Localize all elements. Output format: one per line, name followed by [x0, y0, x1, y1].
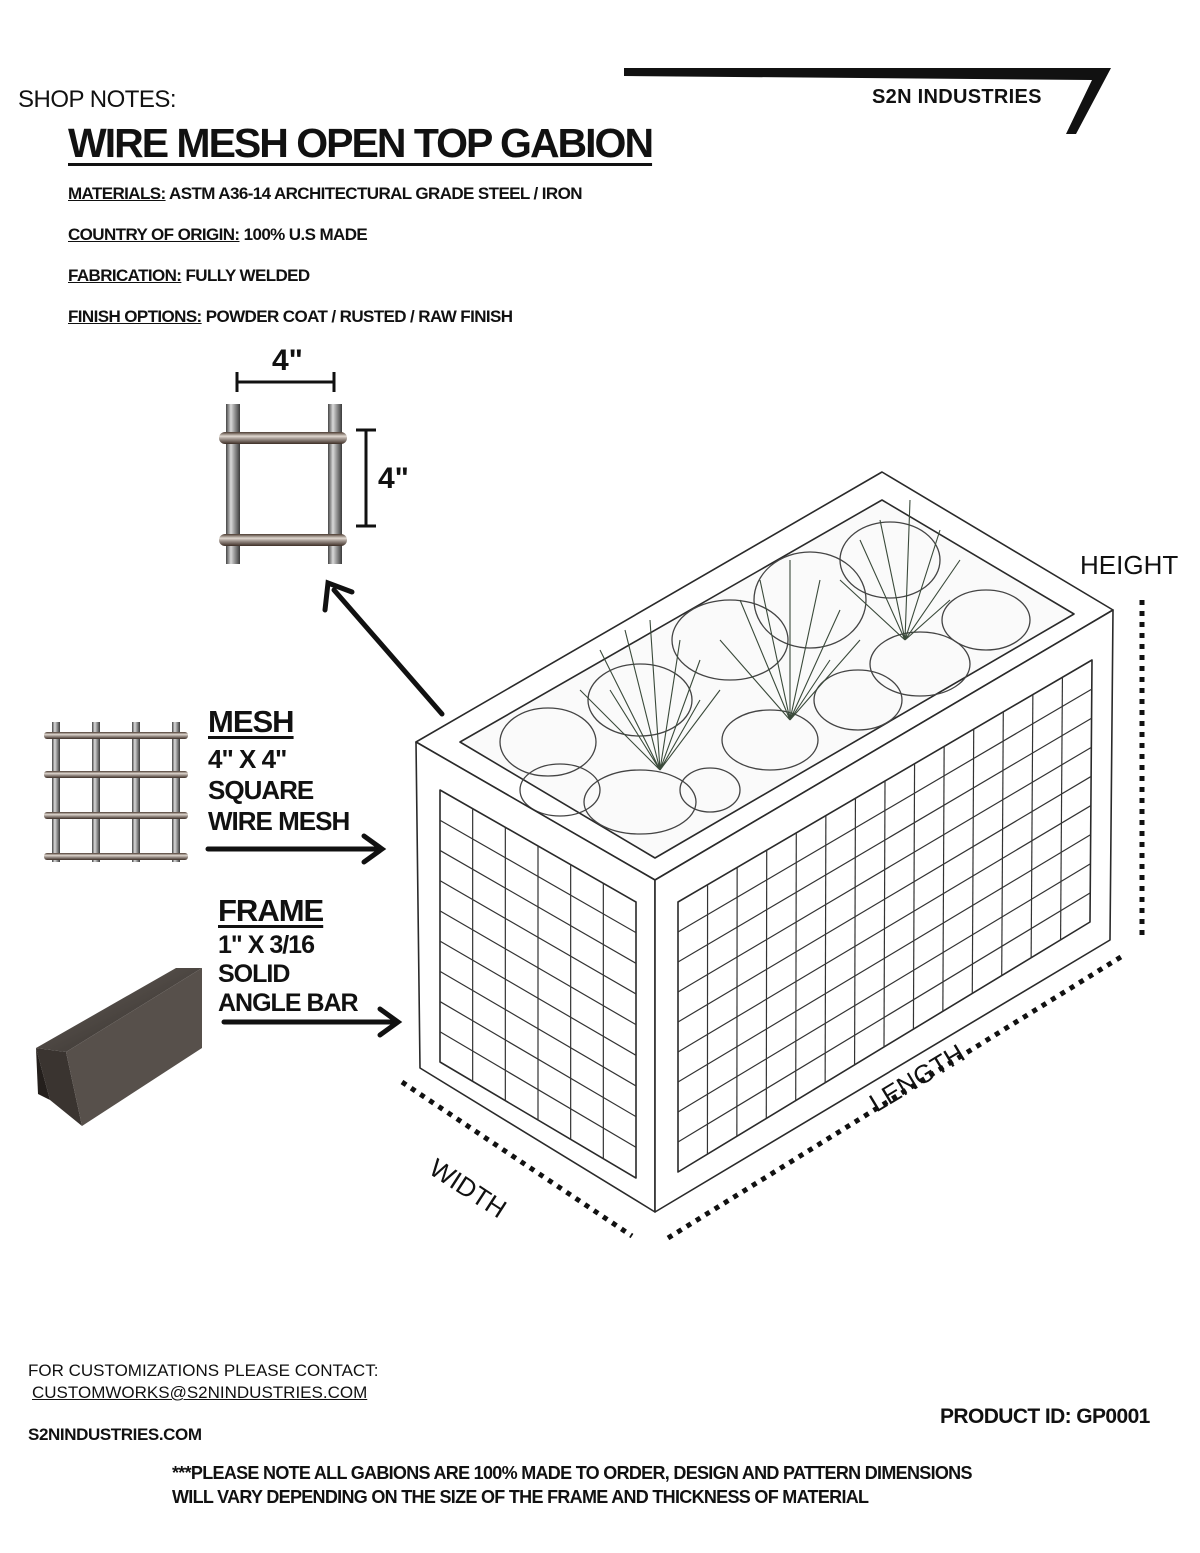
mesh-width-dimension-line: [235, 372, 336, 392]
spec-label: COUNTRY OF ORIGIN:: [68, 225, 240, 244]
mesh-callout: MESH 4" X 4" SQUARE WIRE MESH: [208, 704, 350, 837]
brand-name: S2N INDUSTRIES: [872, 86, 1042, 108]
disclaimer-note: ***PLEASE NOTE ALL GABIONS ARE 100% MADE…: [172, 1461, 972, 1509]
spec-materials: MATERIALS: ASTM A36-14 ARCHITECTURAL GRA…: [68, 184, 582, 204]
product-id: PRODUCT ID: GP0001: [940, 1405, 1150, 1428]
disclaimer-line: WILL VARY DEPENDING ON THE SIZE OF THE F…: [172, 1487, 869, 1507]
height-label: HEIGHT: [1080, 550, 1179, 580]
mesh-wire: [1030, 694, 1034, 958]
shop-notes-label: SHOP NOTES:: [18, 86, 177, 113]
mesh-wire: [795, 832, 797, 1101]
angle-bar-illustration: [36, 968, 202, 1126]
mesh-sample-illustration: [44, 722, 188, 862]
mesh-callout-title: MESH: [208, 704, 295, 739]
spec-country-of-origin: COUNTRY OF ORIGIN: 100% U.S MADE: [68, 225, 368, 245]
mesh-wire: [677, 834, 1091, 1083]
contact-line: FOR CUSTOMIZATIONS PLEASE CONTACT:: [28, 1361, 379, 1380]
mesh-detail-illustration: [219, 404, 347, 564]
website-link[interactable]: S2NINDUSTRIES.COM: [28, 1425, 202, 1444]
spec-value: 100% U.S MADE: [239, 225, 368, 244]
mesh-wire: [677, 805, 1092, 1053]
detail-arrow: [322, 579, 445, 717]
mesh-wire: [942, 746, 945, 1012]
mesh-wire: [439, 849, 637, 964]
spec-value: ASTM A36-14 ARCHITECTURAL GRADE STEEL / …: [165, 184, 582, 203]
gabion-sketch: [415, 471, 1114, 1213]
frame-callout-line: 1" X 3/16: [218, 931, 315, 959]
mesh-wire: [677, 863, 1091, 1113]
mesh-wire: [853, 798, 857, 1065]
mesh-wire: [439, 970, 637, 1087]
mesh-callout-line: WIRE MESH: [208, 806, 350, 836]
frame-callout-line: ANGLE BAR: [218, 989, 359, 1017]
mesh-wire: [677, 688, 1093, 933]
mesh-wire: [677, 892, 1091, 1143]
mesh-wire: [883, 780, 886, 1048]
gabion-right-mesh: [677, 677, 1093, 1155]
mesh-wire: [1059, 677, 1064, 940]
spec-label: FABRICATION:: [68, 266, 182, 285]
mesh-wire: [439, 819, 637, 934]
mesh-wire: [439, 910, 637, 1026]
page-title: WIRE MESH OPEN TOP GABION: [68, 120, 654, 166]
mesh-width-label: 4": [272, 344, 303, 377]
mesh-callout-line: 4" X 4": [208, 744, 287, 774]
mesh-height-dimension-line: [356, 428, 376, 528]
spec-value: FULLY WELDED: [181, 266, 310, 285]
disclaimer-line: ***PLEASE NOTE ALL GABIONS ARE 100% MADE…: [172, 1463, 972, 1483]
frame-callout-title: FRAME: [218, 893, 324, 928]
spec-value: POWDER COAT / RUSTED / RAW FINISH: [201, 307, 513, 326]
mesh-wire: [1001, 711, 1004, 976]
spec-fabrication: FABRICATION: FULLY WELDED: [68, 266, 310, 286]
mesh-wire: [439, 940, 637, 1056]
frame-callout-line: SOLID: [218, 960, 290, 988]
mesh-height-label: 4": [378, 462, 409, 495]
spec-label: FINISH OPTIONS:: [68, 307, 202, 326]
spec-finish-options: FINISH OPTIONS: POWDER COAT / RUSTED / R…: [68, 307, 513, 327]
mesh-wire: [439, 880, 637, 995]
length-dimension-dots: [666, 952, 1126, 1241]
brand-corner-mark: [624, 68, 1111, 134]
mesh-callout-arrow: [205, 833, 387, 865]
mesh-callout-line: SQUARE: [208, 775, 314, 805]
mesh-wire: [439, 1031, 637, 1148]
contact-block: FOR CUSTOMIZATIONS PLEASE CONTACT: CUSTO…: [28, 1360, 378, 1404]
mesh-wire: [912, 763, 916, 1030]
width-dimension-dots: [400, 1079, 634, 1239]
mesh-wire: [677, 717, 1092, 963]
frame-callout: FRAME 1" X 3/16 SOLID ANGLE BAR: [218, 893, 359, 1018]
contact-email-link[interactable]: CUSTOMWORKS@S2NINDUSTRIES.COM: [32, 1383, 368, 1402]
mesh-wire: [971, 729, 975, 994]
mesh-wire: [824, 815, 827, 1083]
mesh-wire: [677, 775, 1092, 1023]
mesh-wire: [677, 746, 1092, 993]
gabion-left-mesh: [439, 808, 637, 1159]
frame-callout-arrow: [221, 1006, 403, 1038]
mesh-wire: [439, 1001, 637, 1118]
spec-label: MATERIALS:: [68, 184, 166, 203]
